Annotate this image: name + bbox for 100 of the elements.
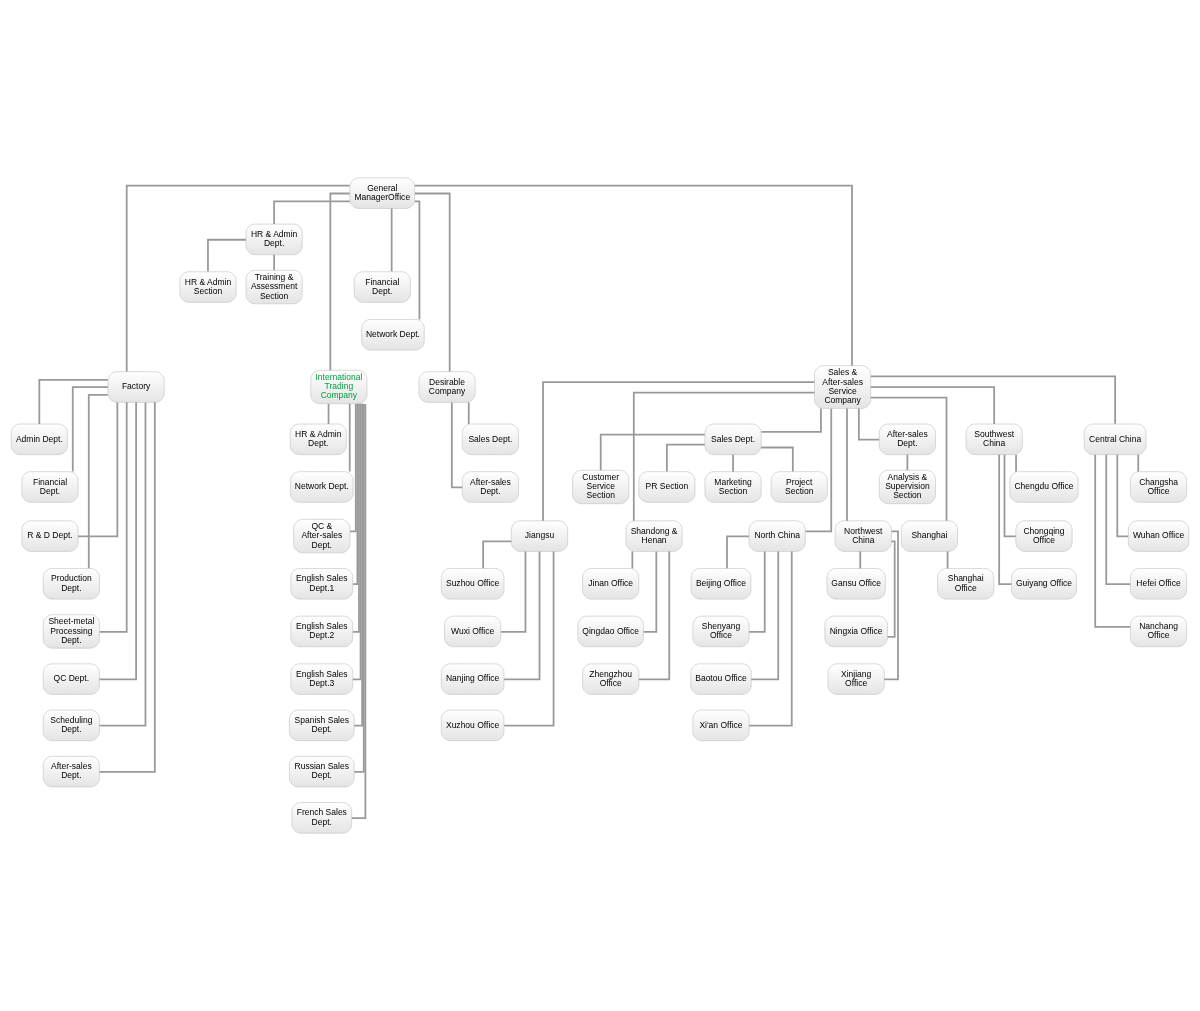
connector: [98, 401, 147, 727]
node-box: HR & Admin Dept.: [245, 223, 303, 256]
connector: [638, 550, 671, 681]
node-box: English Sales Dept.1: [290, 568, 354, 600]
connector: [352, 402, 359, 585]
node-box: Changsha Office: [1130, 471, 1187, 503]
node-box: Project Section: [770, 471, 828, 503]
connector: [450, 401, 464, 489]
connector: [413, 192, 451, 373]
connector: [869, 375, 1117, 425]
connector: [414, 200, 421, 321]
node-box: QC Dept.: [42, 663, 100, 695]
node-box: Russian Sales Dept.: [289, 755, 355, 788]
connector: [98, 401, 128, 633]
connector: [748, 550, 793, 727]
node-box: Northwest China: [834, 520, 892, 552]
node-box: Sales Dept.: [704, 423, 762, 455]
node-box: QC & After-sales Dept.: [293, 519, 351, 554]
connector: [631, 550, 634, 570]
connector: [846, 407, 848, 522]
connector: [760, 407, 822, 433]
node-box: Gansu Office: [826, 568, 886, 600]
node-box: North China: [748, 520, 806, 552]
connector: [642, 550, 658, 633]
node-box: Xinjiang Office: [827, 663, 885, 695]
node-box: Xuzhou Office: [440, 709, 505, 741]
connector: [732, 453, 734, 473]
connector: [998, 453, 1013, 585]
node-box: Factory: [107, 371, 165, 403]
node-box: After-sales Dept.: [461, 471, 519, 503]
connector: [859, 550, 862, 570]
connector: [350, 403, 367, 820]
node-box: Wuxi Office: [444, 615, 502, 648]
node-box: International Trading Company: [310, 369, 368, 405]
connector: [632, 391, 816, 522]
connector: [327, 403, 330, 425]
node-box: Customer Service Section: [572, 469, 630, 505]
node-box: Network Dept.: [361, 319, 425, 351]
node-box: Network Dept.: [290, 471, 354, 503]
connector: [760, 446, 794, 473]
node-box: After-sales Dept.: [878, 423, 936, 455]
connector: [482, 540, 513, 570]
node-box: Central China: [1083, 423, 1147, 455]
connector: [1094, 453, 1132, 628]
node-box: Qingdao Office: [577, 615, 644, 648]
node-box: Chongqing Office: [1015, 520, 1073, 552]
node-box: Production Dept.: [42, 568, 100, 600]
node-box: French Sales Dept.: [291, 802, 353, 834]
connector: [390, 207, 393, 273]
node-box: HR & Admin Section: [179, 271, 237, 303]
connector: [503, 550, 555, 727]
node-box: Analysis & Supervision Section: [878, 469, 936, 505]
connector: [883, 530, 899, 681]
connector: [599, 433, 706, 472]
connector: [886, 540, 896, 638]
connector: [503, 550, 541, 681]
node-box: Admin Dept.: [10, 423, 68, 455]
connector: [1116, 453, 1129, 538]
node-box: PR Section: [638, 471, 696, 503]
node-box: Shanghai Office: [937, 568, 995, 600]
connector: [666, 443, 706, 473]
node-box: Nanjing Office: [440, 663, 505, 695]
connector: [858, 407, 881, 441]
node-box: Marketing Section: [704, 471, 762, 503]
node-box: Sales Dept.: [461, 423, 519, 455]
node-box: Jinan Office: [582, 568, 640, 600]
node-box: Jiangsu: [511, 520, 568, 552]
connector: [98, 401, 137, 681]
node-box: Financial Dept.: [353, 271, 411, 303]
node-box: Southwest China: [965, 423, 1023, 455]
connector: [542, 381, 816, 522]
connector: [273, 200, 351, 225]
node-box: Shanghai: [900, 520, 958, 552]
node-box: Guiyang Office: [1011, 568, 1077, 600]
node-box: Sheet-metal Processing Dept.: [42, 614, 100, 649]
node-box: Ningxia Office: [824, 615, 888, 648]
node-box: R & D Dept.: [21, 520, 79, 552]
node-box: Desirable Company: [418, 371, 476, 403]
connector: [98, 401, 156, 773]
connector: [1015, 453, 1017, 473]
connector: [869, 386, 996, 425]
node-box: HR & Admin Dept.: [289, 423, 347, 455]
connector: [125, 184, 351, 373]
node-box: Nanchang Office: [1130, 615, 1187, 648]
node-box: Baotou Office: [690, 663, 752, 695]
connector: [71, 386, 109, 473]
node-box: Financial Dept.: [21, 471, 79, 503]
connector: [87, 393, 109, 570]
connector: [348, 402, 351, 473]
node-box: Shenyang Office: [692, 615, 750, 648]
node-box: After-sales Dept.: [42, 755, 100, 788]
node-box: Chengdu Office: [1009, 471, 1079, 503]
node-box: Suzhou Office: [440, 568, 505, 600]
connector: [329, 192, 351, 372]
connector: [353, 402, 364, 727]
connector: [349, 403, 357, 533]
node-box: Beijing Office: [690, 568, 752, 600]
connector: [1105, 453, 1132, 585]
node-box: Spanish Sales Dept.: [289, 709, 355, 741]
connector: [413, 184, 853, 367]
